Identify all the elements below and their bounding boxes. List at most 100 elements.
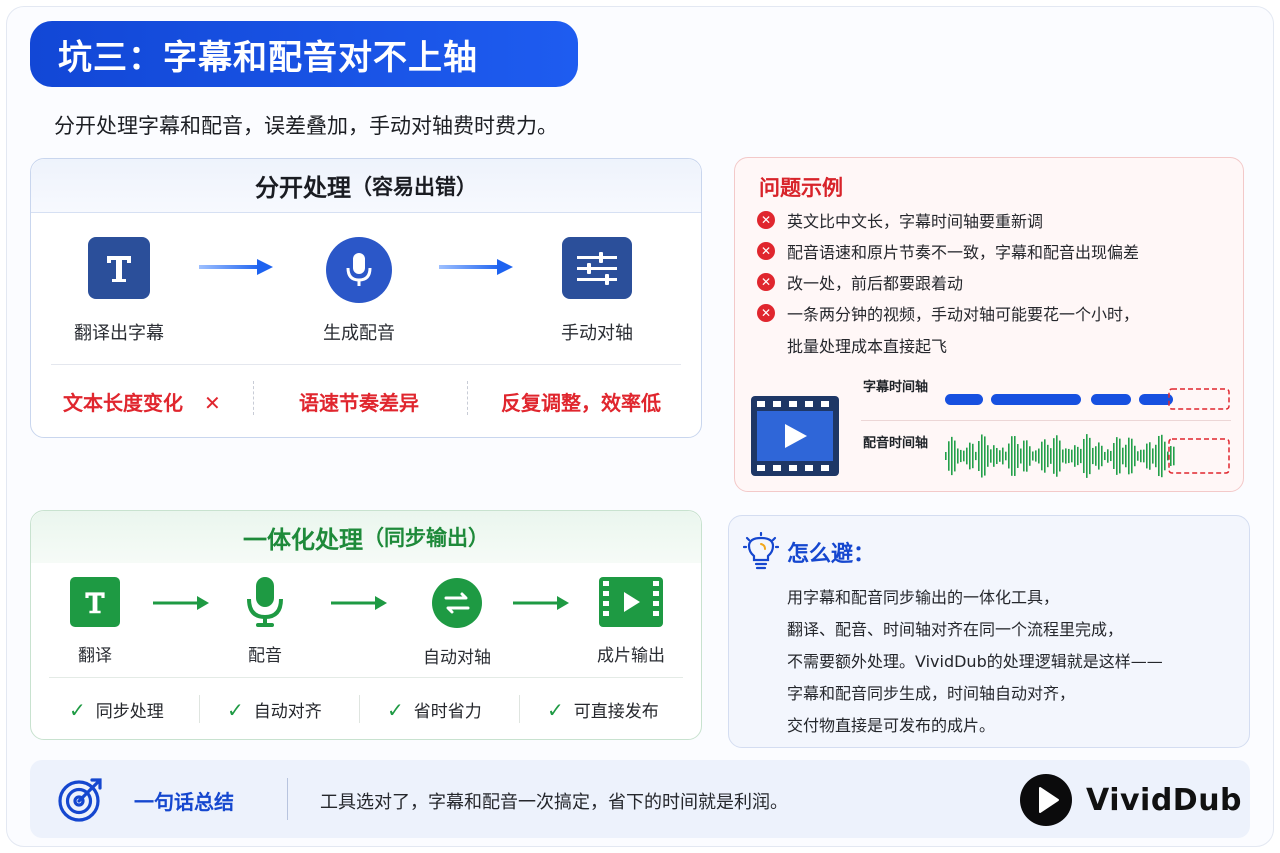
waveform-bar <box>948 441 950 471</box>
waveform-bar <box>1062 449 1064 463</box>
divider <box>467 381 468 415</box>
summary-title: 一句话总结 <box>134 790 234 814</box>
avoid-line: 不需要额外处理。VividDub的处理逻辑就是这样—— <box>787 652 1163 671</box>
waveform-bar <box>1035 450 1037 462</box>
waveform-bar <box>969 442 971 470</box>
arrow-right-icon <box>199 259 273 275</box>
waveform-bar <box>1083 438 1085 474</box>
waveform-bar <box>1071 449 1073 463</box>
play-logo-icon <box>1020 774 1072 826</box>
avoid-line: 字幕和配音同步生成，时间轴自动对齐， <box>787 684 1076 703</box>
waveform-bar <box>1065 448 1067 464</box>
avoid-line: 交付物直接是可发布的成片。 <box>787 716 996 735</box>
waveform-bar <box>1116 437 1118 475</box>
waveform-bar <box>1023 440 1025 472</box>
issue-text-length: 文本长度变化 ✕ <box>63 391 221 415</box>
waveform-bar <box>1068 448 1070 464</box>
waveform-bar <box>1044 439 1046 473</box>
step-translate-subtitle: 翻译出字幕 <box>61 237 177 345</box>
waveform-bar <box>1047 444 1049 468</box>
waveform-bar <box>945 452 947 460</box>
step-label: 生成配音 <box>323 323 395 344</box>
avoid-line: 用字幕和配音同步输出的一体化工具， <box>787 588 1060 607</box>
waveform-bar <box>1026 440 1028 472</box>
integrated-heading-text: 一体化处理 <box>243 525 363 554</box>
problem-item: ✕配音语速和原片节奏不一致，字幕和配音出现偏差 <box>757 239 1139 263</box>
step-label: 配音 <box>248 646 282 666</box>
waveform-bar <box>1020 448 1022 464</box>
separate-process-card: 分开处理 （容易出错） 翻译出字幕 生成配音 手动对轴 文本 <box>30 158 702 438</box>
check-icon: ✓ <box>69 697 86 722</box>
step-label: 成片输出 <box>597 646 665 666</box>
waveform-bar <box>993 445 995 467</box>
divider <box>359 695 360 723</box>
waveform-bar <box>957 448 959 464</box>
waveform-bar <box>966 447 968 465</box>
waveform-bar <box>999 450 1001 462</box>
summary-text: 工具选对了，字幕和配音一次搞定，省下的时间就是利润。 <box>320 792 788 813</box>
separate-process-heading: 分开处理 （容易出错） <box>31 159 701 213</box>
waveform-bar <box>1089 437 1091 475</box>
text-t-icon <box>88 237 150 299</box>
subtitle-timeline-bar <box>945 388 1230 410</box>
check-icon: ✓ <box>227 697 244 722</box>
problem-item: ✕一条两分钟的视频，手动对轴可能要花一个小时， <box>757 301 1139 325</box>
arrow-right-icon <box>331 596 387 610</box>
waveform-bar <box>1098 442 1100 470</box>
waveform-bar <box>1050 448 1052 464</box>
error-x-icon: ✕ <box>757 273 775 291</box>
waveform-bar <box>1161 434 1163 478</box>
video-film-icon <box>599 577 663 627</box>
arrow-right-icon <box>439 259 513 275</box>
error-x-icon: ✕ <box>757 242 775 260</box>
waveform-bar <box>1131 438 1133 474</box>
arrow-right-icon <box>513 596 569 610</box>
benefit-auto-align: ✓自动对齐 <box>227 697 322 723</box>
waveform-bar <box>1005 451 1007 461</box>
waveform-bar <box>978 441 980 471</box>
issue-repeat-adjust: 反复调整，效率低 <box>501 391 661 415</box>
waveform-bar <box>1059 440 1061 472</box>
waveform-bar <box>1041 441 1043 471</box>
problem-example-card: 问题示例 ✕英文比中文长，字幕时间轴要重新调 ✕配音语速和原片节奏不一致，字幕和… <box>734 157 1244 492</box>
how-to-avoid-card: 怎么避： 用字幕和配音同步输出的一体化工具， 翻译、配音、时间轴对齐在同一个流程… <box>728 515 1250 748</box>
brand-name: VividDub <box>1086 782 1243 818</box>
waveform-bar <box>1104 451 1106 461</box>
problem-title: 问题示例 <box>759 176 843 200</box>
audio-waveform <box>945 434 1230 478</box>
waveform-bar <box>975 451 977 461</box>
step-dub: 配音 <box>223 575 307 666</box>
waveform-bar <box>1119 438 1121 474</box>
benefit-publish-ready: ✓可直接发布 <box>547 697 659 723</box>
waveform-bar <box>1167 451 1169 461</box>
benefit-save-time: ✓省时省力 <box>387 697 482 723</box>
waveform-bar <box>1008 443 1010 469</box>
waveform-bar <box>960 449 962 463</box>
waveform-bar <box>1125 444 1127 468</box>
waveform-bar <box>981 434 983 478</box>
waveform-bar <box>1170 446 1172 466</box>
step-label: 自动对轴 <box>423 648 491 668</box>
problem-item-continuation: 批量处理成本直接起飞 <box>787 337 948 356</box>
lightbulb-icon <box>743 532 779 570</box>
avoid-line: 翻译、配音、时间轴对齐在同一个流程里完成， <box>787 620 1124 639</box>
timeline-audio-label: 配音时间轴 <box>863 436 929 451</box>
target-icon <box>58 778 102 822</box>
waveform-bar <box>1137 451 1139 461</box>
waveform-bar <box>1122 447 1124 465</box>
video-film-icon <box>751 396 839 476</box>
waveform-bar <box>1032 451 1034 461</box>
waveform-bar <box>1014 436 1016 476</box>
divider <box>199 695 200 723</box>
waveform-bar <box>1158 435 1160 477</box>
divider <box>861 420 1231 421</box>
waveform-bar <box>1095 446 1097 466</box>
integrated-heading-note: （同步输出） <box>363 526 489 550</box>
error-x-icon: ✕ <box>757 304 775 322</box>
step-generate-dub: 生成配音 <box>301 237 417 345</box>
waveform-bar <box>1128 437 1130 475</box>
problem-item: ✕英文比中文长，字幕时间轴要重新调 <box>757 208 1043 232</box>
waveform-bar <box>1002 447 1004 465</box>
separate-heading-text: 分开处理 <box>255 174 351 202</box>
divider <box>49 677 683 678</box>
